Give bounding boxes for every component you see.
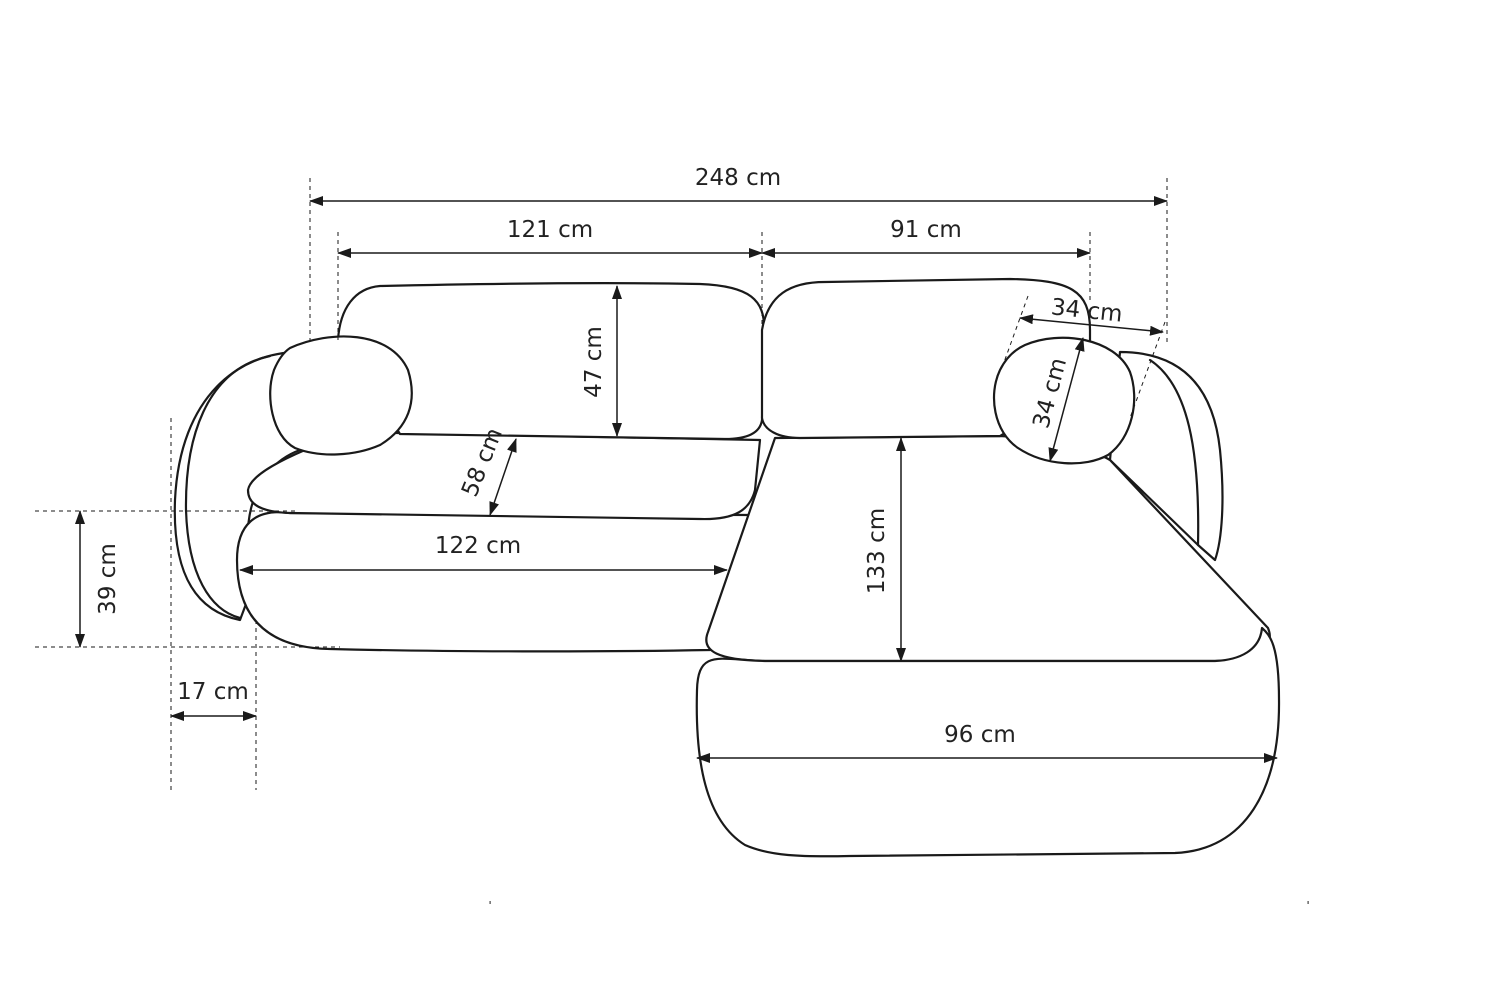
right-armrest-outer xyxy=(1108,350,1224,562)
total-width-label: 248 cm xyxy=(695,165,781,191)
dimension-arrows xyxy=(75,196,1278,763)
left-back-width-label: 121 cm xyxy=(507,217,593,243)
pillow-height-arrow xyxy=(1048,337,1085,462)
seat-depth-arrow xyxy=(489,438,517,516)
sofa-outline xyxy=(173,277,1281,858)
seat-width-label: 122 cm xyxy=(435,533,521,559)
chaise-width-label: 96 cm xyxy=(944,722,1016,748)
chaise-length-label: 133 cm xyxy=(864,508,890,594)
stray-mark-right xyxy=(1307,901,1309,904)
right-back-width-label: 91 cm xyxy=(890,217,962,243)
stray-mark-left xyxy=(489,901,491,904)
left-pillow xyxy=(269,335,413,456)
left-back-cushion xyxy=(336,282,766,441)
back-cushion-height-label: 47 cm xyxy=(581,326,607,398)
right-armrest-inner xyxy=(1148,358,1200,547)
left-armrest-inner xyxy=(184,354,272,620)
pillow-width-arrow xyxy=(1019,314,1164,336)
chaise-base xyxy=(695,626,1281,858)
seat-height-label: 39 cm xyxy=(95,543,121,615)
right-pillow xyxy=(992,336,1136,465)
seat-base xyxy=(235,511,752,653)
armrest-width-label: 17 cm xyxy=(177,679,249,705)
